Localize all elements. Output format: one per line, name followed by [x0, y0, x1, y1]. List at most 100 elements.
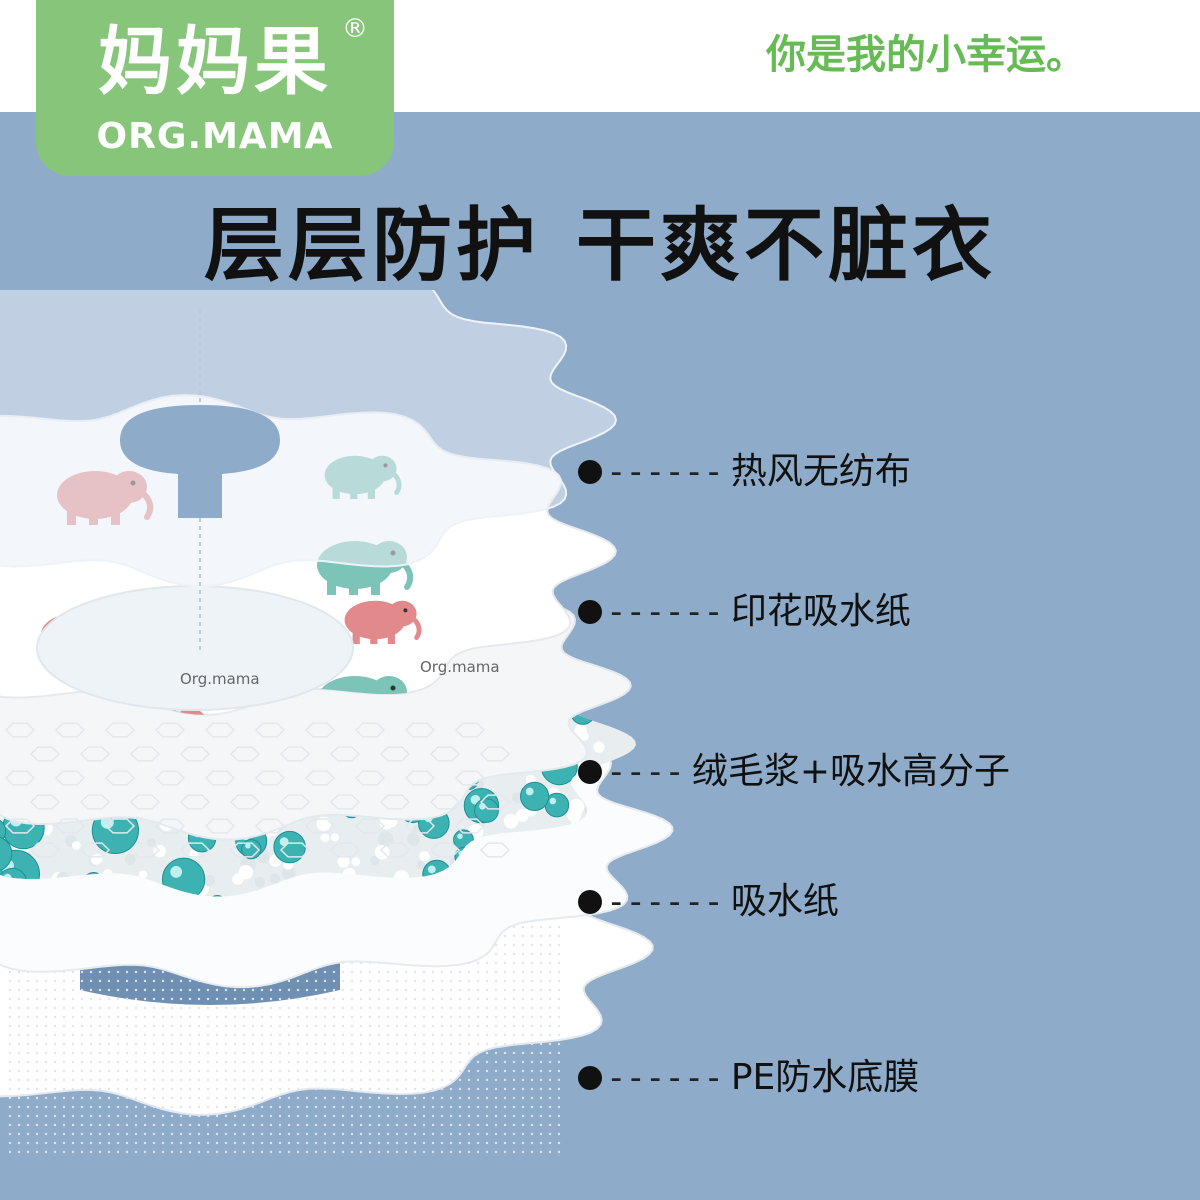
pe-texture-dot	[62, 1042, 66, 1046]
pe-texture-dot	[467, 1123, 471, 1127]
pe-texture-dot	[305, 1042, 309, 1046]
pe-texture-dot	[494, 988, 498, 992]
hex-cell	[329, 746, 361, 762]
pe-texture-dot	[377, 988, 381, 992]
pe-texture-dot	[71, 1042, 75, 1046]
pe-texture-dot	[89, 988, 93, 992]
pe-texture-dot	[386, 1069, 390, 1073]
pe-texture-dot	[224, 1132, 228, 1136]
pe-texture-dot	[260, 1060, 264, 1064]
pe-texture-dot	[521, 1150, 525, 1154]
pe-texture-dot	[386, 1105, 390, 1109]
pe-texture-dot	[548, 970, 552, 974]
pulp-fiber	[377, 831, 394, 847]
pe-texture-dot	[548, 997, 552, 1001]
pe-texture-dot	[107, 1042, 111, 1046]
pe-texture-dot	[89, 1123, 93, 1127]
pe-texture-dot	[458, 1087, 462, 1091]
pe-texture-dot	[386, 1123, 390, 1127]
pe-texture-dot	[332, 979, 336, 983]
pe-texture-dot	[332, 1078, 336, 1082]
pe-texture-dot	[305, 979, 309, 983]
pe-texture-dot	[521, 1105, 525, 1109]
pe-texture-dot	[476, 1141, 480, 1145]
pe-texture-dot	[278, 1141, 282, 1145]
pe-texture-dot	[521, 934, 525, 938]
pe-texture-dot	[458, 1015, 462, 1019]
pe-texture-dot	[188, 988, 192, 992]
pe-texture-dot	[539, 988, 543, 992]
pe-texture-dot	[197, 1060, 201, 1064]
pe-texture-dot	[143, 1060, 147, 1064]
hex-cell	[79, 794, 111, 810]
pe-texture-dot	[395, 997, 399, 1001]
pe-texture-dot	[44, 1051, 48, 1055]
pe-texture-dot	[521, 943, 525, 947]
pe-texture-dot	[17, 1141, 21, 1145]
pe-texture-dot	[485, 1015, 489, 1019]
hex-cell	[329, 842, 361, 858]
pe-texture-dot	[449, 1087, 453, 1091]
pe-texture-dot	[44, 1006, 48, 1010]
pe-texture-dot	[242, 1006, 246, 1010]
pe-texture-dot	[296, 1051, 300, 1055]
label-dot-icon	[578, 890, 602, 914]
brand-logo: 妈妈果 ® ORG.MAMA	[36, 0, 394, 176]
pe-texture-dot	[476, 961, 480, 965]
pe-texture-dot	[224, 1042, 228, 1046]
pe-texture-dot	[134, 1033, 138, 1037]
pe-texture-dot	[476, 1096, 480, 1100]
pe-texture-dot	[296, 1033, 300, 1037]
pe-texture-dot	[107, 1024, 111, 1028]
pe-texture-dot	[458, 997, 462, 1001]
pe-texture-dot	[161, 1087, 165, 1091]
pe-texture-dot	[431, 1096, 435, 1100]
pe-texture-dot	[116, 979, 120, 983]
pe-texture-dot	[440, 1150, 444, 1154]
pe-texture-dot	[287, 979, 291, 983]
pe-texture-dot	[251, 1123, 255, 1127]
headline: 层层防护干爽不脏衣	[0, 196, 1200, 296]
pe-texture-dot	[62, 1132, 66, 1136]
pe-texture-dot	[341, 1132, 345, 1136]
pe-texture-dot	[116, 1042, 120, 1046]
pe-texture-dot	[323, 1051, 327, 1055]
pe-texture-dot	[458, 1096, 462, 1100]
pe-texture-dot	[341, 1051, 345, 1055]
pe-texture-dot	[107, 1078, 111, 1082]
pe-texture-dot	[143, 1051, 147, 1055]
pe-texture-dot	[422, 1123, 426, 1127]
pe-texture-dot	[143, 1087, 147, 1091]
pe-texture-dot	[449, 1114, 453, 1118]
pe-texture-dot	[287, 1123, 291, 1127]
pe-texture-dot	[152, 997, 156, 1001]
pe-texture-dot	[305, 1150, 309, 1154]
pe-texture-dot	[116, 1132, 120, 1136]
pe-texture-dot	[188, 1078, 192, 1082]
pe-texture-dot	[17, 1132, 21, 1136]
pe-texture-dot	[26, 979, 30, 983]
hex-cell	[429, 746, 461, 762]
pe-texture-dot	[143, 1078, 147, 1082]
pe-texture-dot	[332, 1105, 336, 1109]
pe-texture-dot	[44, 1078, 48, 1082]
pe-texture-dot	[467, 1006, 471, 1010]
pe-texture-dot	[422, 1069, 426, 1073]
pe-texture-dot	[269, 1078, 273, 1082]
pe-texture-dot	[557, 1042, 561, 1046]
pe-texture-dot	[332, 1114, 336, 1118]
pe-texture-dot	[125, 1150, 129, 1154]
pe-texture-dot	[512, 1024, 516, 1028]
pe-texture-dot	[503, 1006, 507, 1010]
pe-texture-dot	[161, 1141, 165, 1145]
pe-texture-dot	[98, 1051, 102, 1055]
polymer-bead	[273, 830, 306, 864]
pe-texture-dot	[62, 1051, 66, 1055]
pe-texture-dot	[224, 1060, 228, 1064]
pe-texture-dot	[404, 1033, 408, 1037]
pe-texture-dot	[53, 1087, 57, 1091]
hex-cell	[154, 722, 186, 738]
pe-texture-dot	[332, 1006, 336, 1010]
pe-texture-dot	[179, 1141, 183, 1145]
hex-cell	[129, 842, 161, 858]
